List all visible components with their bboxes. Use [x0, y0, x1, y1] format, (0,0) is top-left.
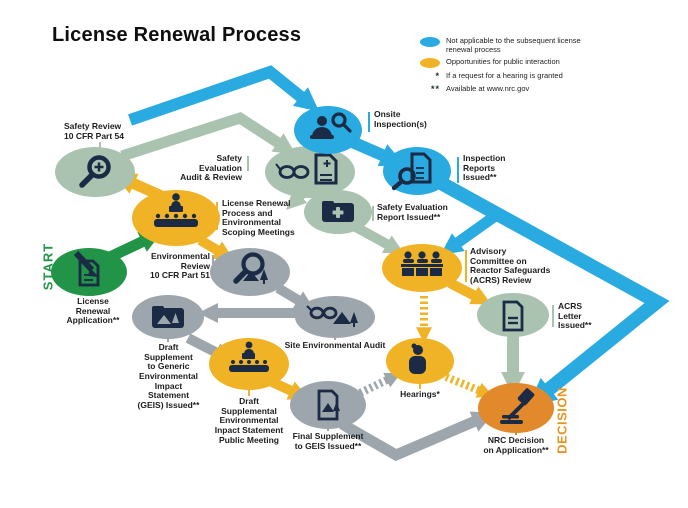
legend-item-gold: Opportunities for public interaction [414, 57, 581, 68]
node-hearings [386, 338, 454, 384]
node-inspection-reports [383, 147, 451, 195]
site-audit-label: Site Environmental Audit [284, 340, 386, 350]
arrow-reports-to-decision [437, 176, 670, 407]
arrow-safety-review-to-onsite [128, 65, 320, 126]
magnifier-landscape-icon [233, 252, 268, 284]
safety-eval-audit-label: Safety Evaluation Audit & Review [180, 153, 242, 183]
podium-meeting-icon [229, 341, 269, 372]
magnifier-plus-icon [79, 155, 111, 188]
blue-oval-swatch [420, 37, 440, 47]
node-scoping-meetings [132, 190, 220, 246]
arrow-public-meeting-to-final [269, 377, 309, 400]
arrow-meetings-to-env-review [197, 235, 235, 261]
node-onsite-inspection [294, 106, 362, 154]
page-title: License Renewal Process [52, 24, 302, 46]
legend-label: Available at www.nrc.gov [446, 84, 530, 93]
glasses-document-icon [275, 153, 338, 185]
decision-marker: DECISION [554, 387, 570, 454]
safety-review-label: Safety Review 10 CFR Part 54 [64, 121, 124, 141]
arrow-onsite-to-reports [347, 135, 405, 167]
start-marker: START [40, 242, 56, 291]
legend-item-asterisk: * If a request for a hearing is granted [414, 71, 581, 81]
node-safety-review [55, 147, 135, 197]
final-supplement-label: Final Supplement to GEIS Issued** [292, 431, 364, 451]
folder-plus-icon [322, 201, 354, 222]
glasses-landscape-icon [306, 305, 358, 327]
arrow-safety-review-to-audit [120, 111, 296, 162]
gavel-icon [500, 388, 535, 424]
arrow-env-review-to-site-audit [275, 283, 316, 311]
document-magnifier-icon [391, 152, 432, 191]
node-ser-issued [304, 190, 372, 234]
legend-label: Not applicable to the subsequent license… [446, 36, 581, 54]
node-nrc-decision [478, 383, 554, 433]
node-safety-eval-audit [265, 146, 355, 198]
draft-geis-label: Draft Supplement to Generic Environmenta… [137, 342, 200, 411]
env-review-label: Environmental Review 10 CFR Part 51 [150, 251, 210, 281]
inspector-magnifier-icon [310, 112, 352, 139]
nrc-decision-label: NRC Decision on Application** [483, 435, 549, 455]
folder-image-icon [152, 306, 184, 328]
node-site-audit [295, 296, 375, 338]
legend: Not applicable to the subsequent license… [414, 36, 581, 97]
node-public-meeting [209, 338, 289, 390]
node-acrs-review [382, 244, 462, 292]
asterisk-symbol: * [435, 71, 440, 81]
legend-item-double-asterisk: ** Available at www.nrc.gov [414, 84, 581, 94]
public-meeting-label: Draft Supplemental Environmental Inpact … [214, 396, 284, 445]
ser-issued-label: Safety Evaluation Report Issued** [377, 202, 448, 222]
arrow-ser-to-acrs [351, 221, 405, 254]
acrs-letter-label: ACRS Letter Issued** [558, 301, 592, 331]
node-application [51, 248, 127, 296]
node-final-supplement [290, 381, 366, 429]
gold-oval-swatch [420, 58, 440, 68]
legend-item-blue: Not applicable to the subsequent license… [414, 36, 581, 54]
seated-person-icon [409, 343, 426, 374]
acrs-review-label: Advisory Committee on Reactor Safeguards… [470, 246, 551, 286]
arrow-final-to-hearings-striped [358, 372, 402, 397]
document-lines-icon [502, 300, 524, 332]
arrow-acrs-to-letter [447, 278, 492, 305]
onsite-inspection-label: Onsite Inspection(s) [374, 109, 427, 129]
arrow-hearings-to-decision-striped [444, 373, 494, 398]
application-pen-icon [73, 250, 100, 287]
arrow-application-to-meetings [107, 231, 162, 262]
document-image-icon [317, 389, 340, 421]
scoping-meetings-label: License Renewal Process and Environmenta… [222, 198, 295, 238]
arrow-reports-branch-to-acrs [440, 209, 502, 255]
arrow-final-to-decision [339, 411, 495, 462]
node-env-review [210, 248, 290, 296]
node-draft-geis [132, 295, 204, 339]
node-acrs-letter [477, 293, 549, 337]
public-meeting-podium-icon [154, 193, 198, 227]
legend-label: Opportunities for public interaction [446, 57, 560, 66]
hearings-label: Hearings* [400, 389, 440, 399]
committee-icon [401, 251, 443, 276]
application-label: License Renewal Application** [66, 296, 120, 326]
inspection-reports-label: Inspection Reports Issued** [463, 153, 506, 183]
double-asterisk-symbol: ** [430, 84, 440, 94]
legend-label: If a request for a hearing is granted [446, 71, 563, 80]
